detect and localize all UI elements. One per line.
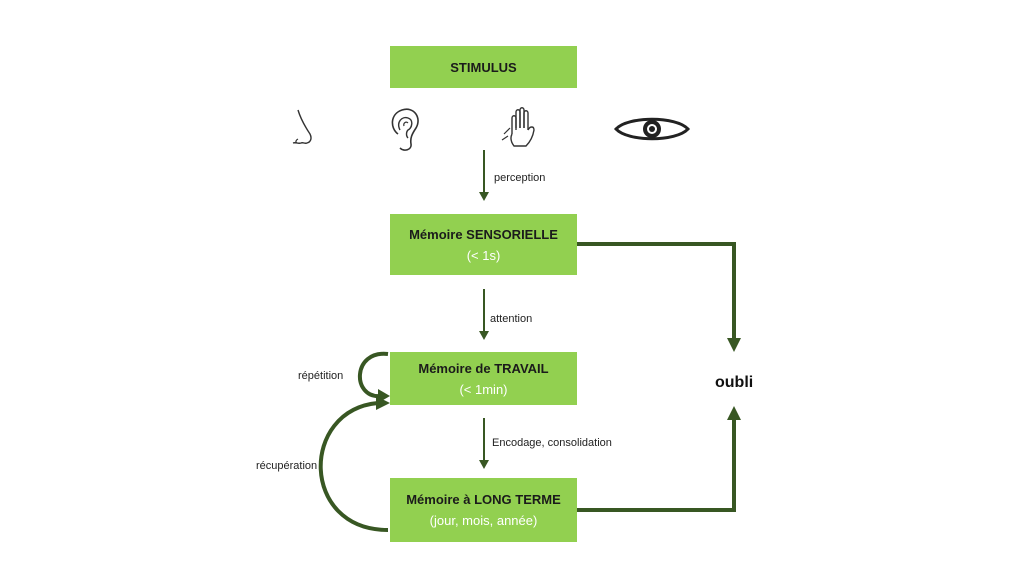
recuperation-loop-arrow [318, 396, 390, 532]
oubli-label: oubli [715, 374, 754, 391]
nose-icon [292, 109, 312, 144]
working-memory-title: Mémoire de TRAVAIL [418, 360, 549, 376]
working-memory-box: Mémoire de TRAVAIL (< 1min) [390, 352, 577, 405]
perception-label: perception [494, 172, 546, 184]
hand-icon [501, 107, 535, 147]
repetition-loop-arrow [357, 351, 390, 403]
sensory-to-oubli-arrow [577, 242, 741, 352]
long-term-memory-box: Mémoire à LONG TERME (jour, mois, année) [390, 478, 577, 542]
sensory-memory-title: Mémoire SENSORIELLE [409, 226, 558, 242]
longterm-to-oubli-arrow [577, 406, 741, 512]
long-term-memory-duration: (jour, mois, année) [429, 513, 538, 528]
sensory-memory-box: Mémoire SENSORIELLE (< 1s) [390, 214, 577, 275]
long-term-memory-title: Mémoire à LONG TERME [406, 492, 561, 507]
attention-label: attention [490, 313, 533, 325]
sensory-memory-duration: (< 1s) [466, 247, 501, 263]
repetition-label: répétition [298, 370, 344, 382]
encoding-label: Encodage, consolidation [492, 437, 612, 449]
attention-arrow [479, 289, 489, 340]
stimulus-title: STIMULUS [450, 59, 517, 75]
stimulus-box: STIMULUS [390, 46, 577, 88]
ear-icon [391, 108, 419, 151]
eye-icon [614, 117, 690, 141]
perception-arrow [479, 150, 489, 201]
working-memory-duration: (< 1min) [459, 381, 508, 397]
encoding-arrow [479, 418, 489, 469]
recuperation-label: récupération [256, 460, 318, 472]
